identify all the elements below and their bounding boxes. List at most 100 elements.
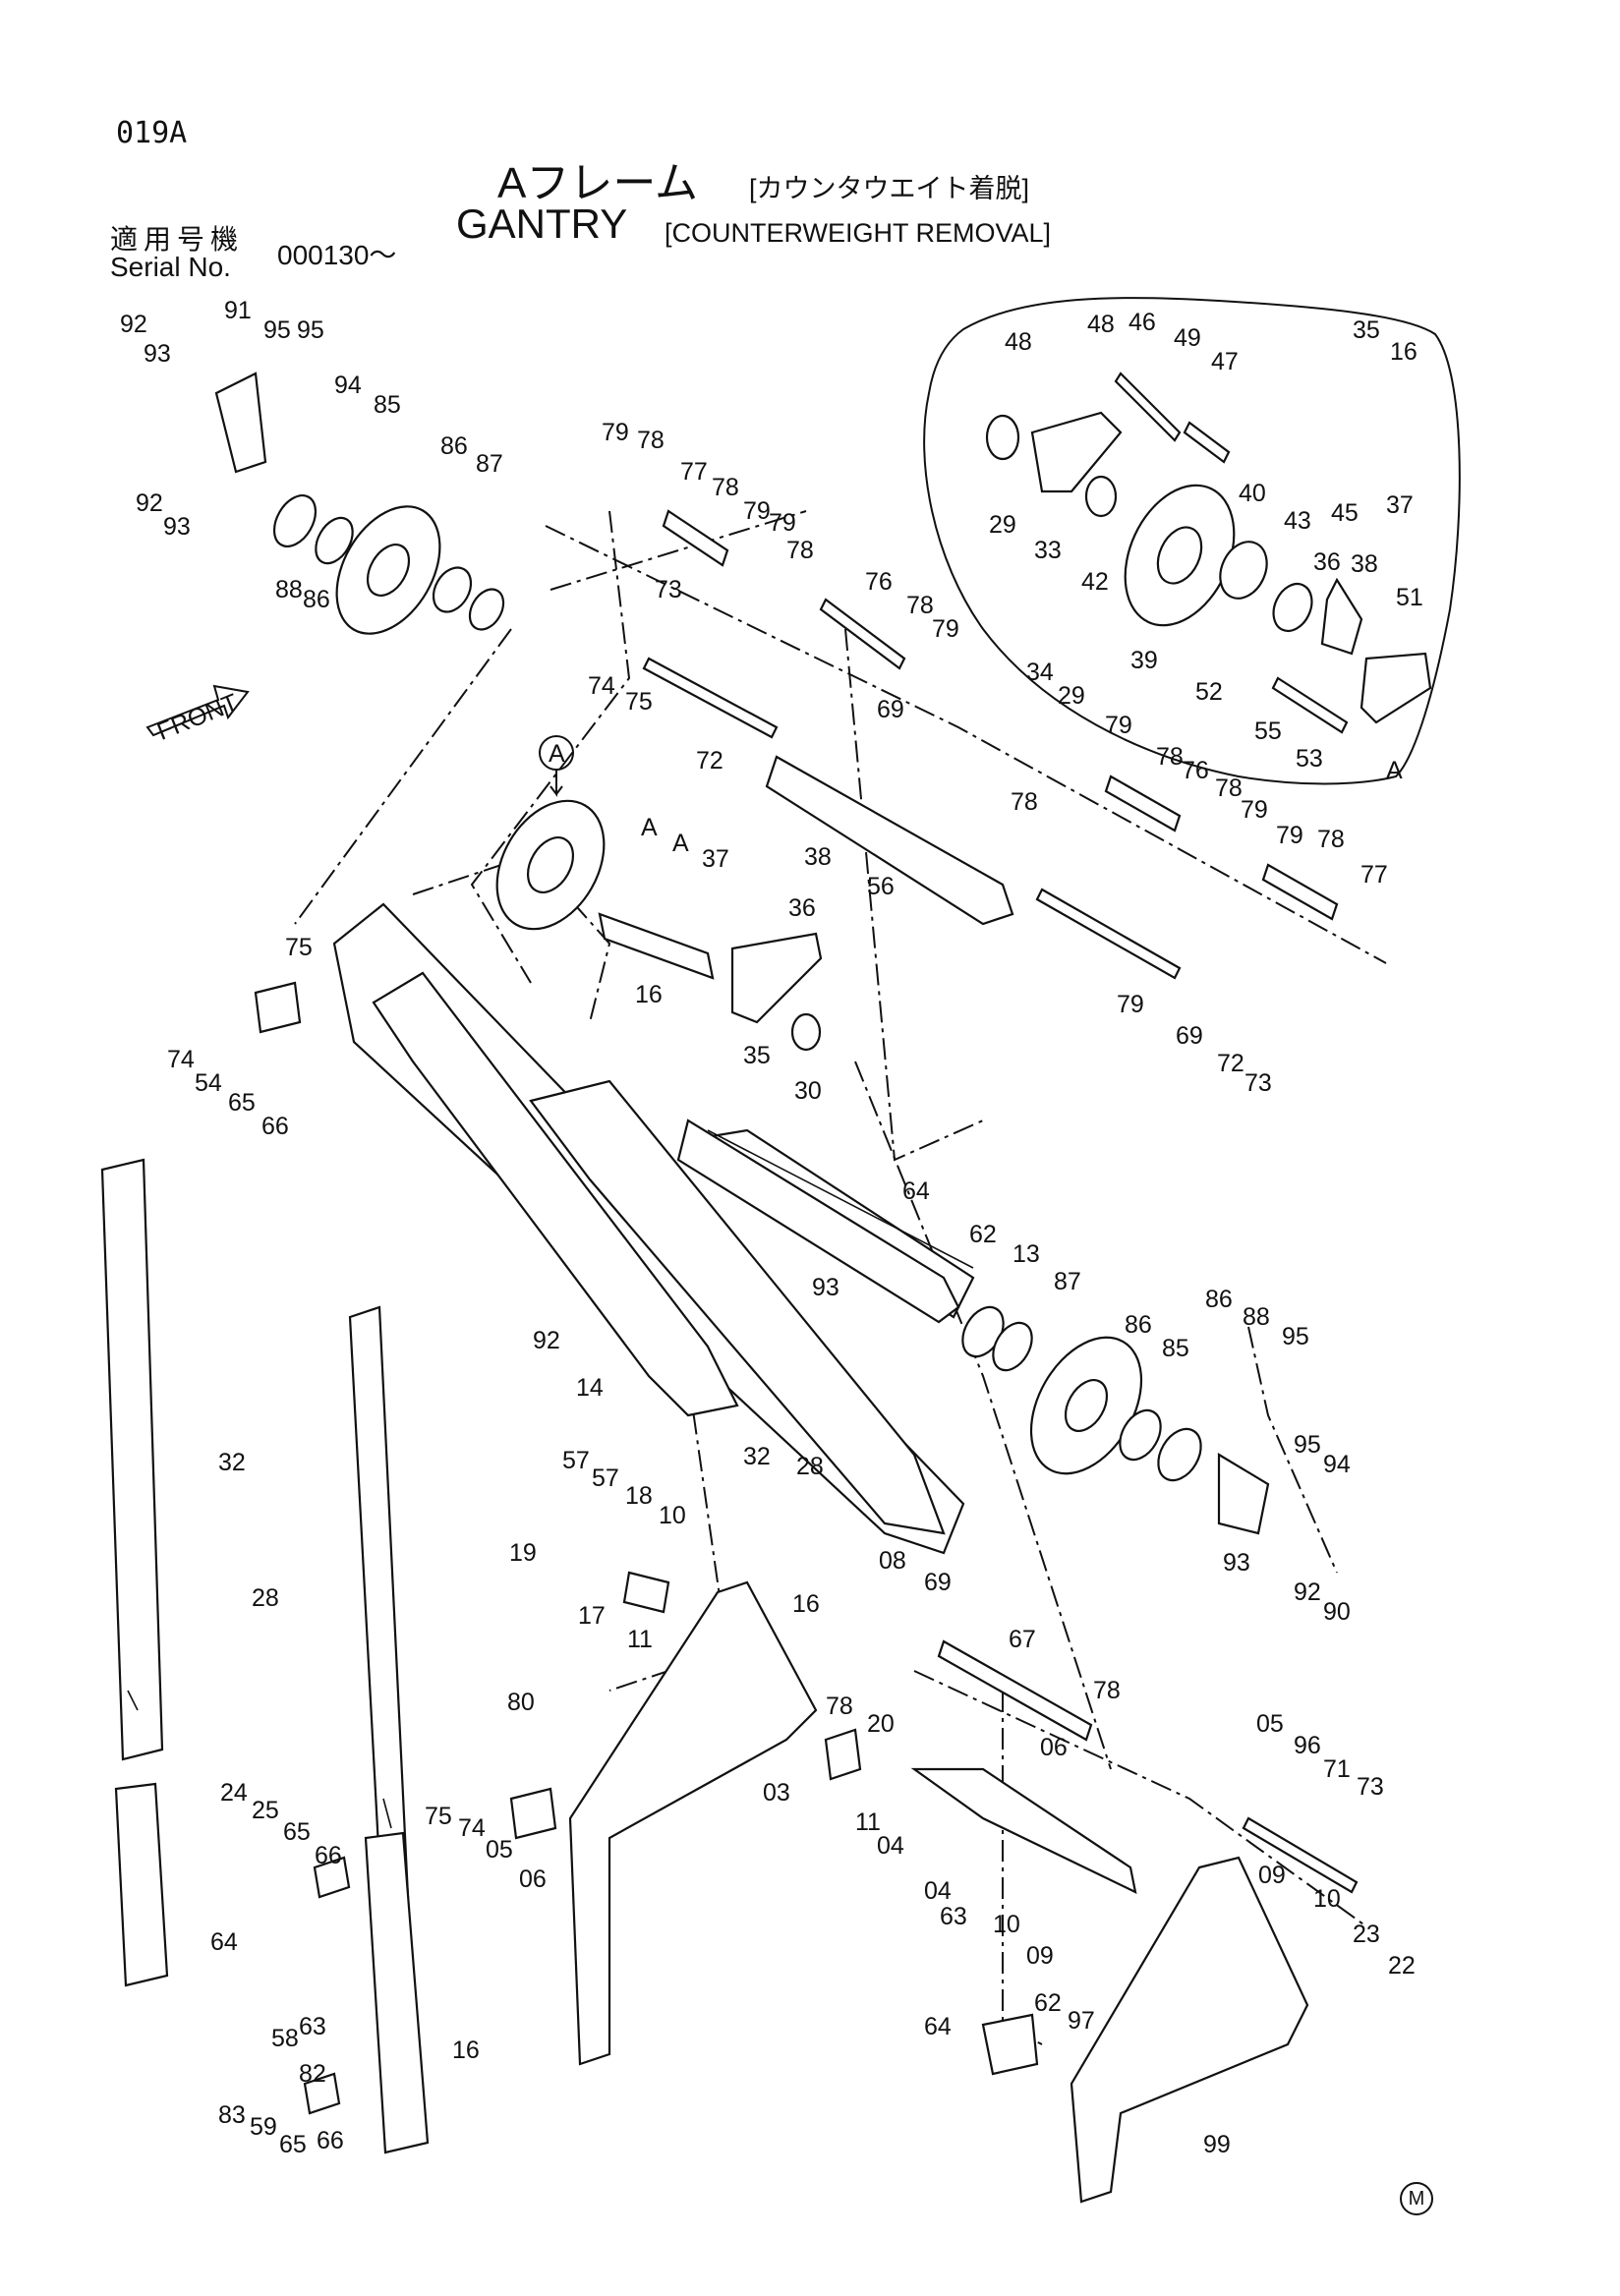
part-callout-10: 10 bbox=[993, 1911, 1020, 1938]
part-callout-28: 28 bbox=[252, 1584, 279, 1612]
part-callout-69: 69 bbox=[924, 1569, 952, 1596]
part-callout-20: 20 bbox=[867, 1710, 895, 1738]
part-callout-A: A bbox=[641, 814, 658, 841]
part-callout-A: A bbox=[672, 830, 689, 857]
part-callout-86: 86 bbox=[1125, 1311, 1152, 1339]
part-callout-30: 30 bbox=[794, 1077, 822, 1105]
detail-a-marker: A bbox=[539, 735, 574, 797]
part-callout-32: 32 bbox=[743, 1443, 771, 1470]
part-callout-79: 79 bbox=[602, 419, 629, 446]
part-callout-79: 79 bbox=[1105, 712, 1132, 739]
part-callout-93: 93 bbox=[1223, 1549, 1250, 1577]
detail-a-marker-label: A bbox=[549, 740, 565, 768]
part-callout-94: 94 bbox=[334, 372, 362, 399]
part-callout-36: 36 bbox=[788, 894, 816, 922]
part-callout-73: 73 bbox=[1357, 1773, 1384, 1801]
part-callout-75: 75 bbox=[625, 688, 653, 716]
part-callout-95: 95 bbox=[297, 316, 324, 344]
part-callout-10: 10 bbox=[659, 1502, 686, 1529]
counterweight-sheave-assembly bbox=[495, 799, 606, 931]
detail-a-tag: A bbox=[1386, 757, 1403, 784]
part-callout-16: 16 bbox=[792, 1590, 820, 1618]
part-callout-78: 78 bbox=[1093, 1677, 1121, 1704]
part-callout-04: 04 bbox=[877, 1832, 904, 1860]
part-callout-78: 78 bbox=[637, 427, 665, 454]
subtitle-japanese: [カウンタウエイト着脱] bbox=[749, 174, 1030, 203]
part-callout-59: 59 bbox=[250, 2113, 277, 2141]
front-direction-arrow: FRONT bbox=[145, 684, 250, 746]
part-callout-78: 78 bbox=[1215, 775, 1243, 802]
part-callout-10: 10 bbox=[1313, 1885, 1341, 1913]
part-callout-99: 99 bbox=[1203, 2131, 1231, 2158]
part-callout-65: 65 bbox=[279, 2131, 307, 2158]
part-callout-73: 73 bbox=[1244, 1069, 1272, 1097]
part-callout-95: 95 bbox=[263, 316, 291, 344]
part-callout-85: 85 bbox=[1162, 1335, 1189, 1362]
lower-legs bbox=[568, 1580, 1309, 2204]
part-callout-76: 76 bbox=[1182, 757, 1209, 784]
part-callout-05: 05 bbox=[486, 1836, 513, 1864]
part-callout-93: 93 bbox=[144, 340, 171, 368]
part-callout-66: 66 bbox=[315, 1842, 342, 1869]
part-callout-09: 09 bbox=[1258, 1862, 1286, 1889]
part-callout-97: 97 bbox=[1068, 2007, 1095, 2035]
part-callout-79: 79 bbox=[932, 615, 959, 643]
part-callout-21: 21 bbox=[0, 0, 28, 6]
part-callout-92: 92 bbox=[120, 311, 147, 338]
part-callout-92: 92 bbox=[136, 489, 163, 517]
part-callout-73: 73 bbox=[655, 576, 682, 603]
part-callout-46: 46 bbox=[1128, 309, 1156, 336]
part-callout-88: 88 bbox=[275, 576, 303, 603]
part-callout-63: 63 bbox=[940, 1903, 967, 1930]
part-callout-48: 48 bbox=[1087, 311, 1115, 338]
part-callout-79: 79 bbox=[743, 497, 771, 525]
title-japanese: Aフレーム bbox=[497, 159, 699, 207]
part-callout-34: 34 bbox=[1026, 659, 1054, 686]
part-callout-54: 54 bbox=[195, 1069, 222, 1097]
part-callout-25: 25 bbox=[252, 1797, 279, 1824]
part-callout-78: 78 bbox=[906, 592, 934, 619]
part-callout-04: 04 bbox=[924, 1877, 952, 1905]
small-parts bbox=[214, 372, 1359, 2115]
part-callout-64: 64 bbox=[924, 2013, 952, 2040]
part-callout-78: 78 bbox=[786, 537, 814, 564]
part-callout-11: 11 bbox=[855, 1808, 881, 1836]
part-callout-98: 98 bbox=[0, 0, 28, 6]
part-callout-51: 51 bbox=[1396, 584, 1423, 611]
part-callout-37: 37 bbox=[1386, 491, 1414, 519]
part-callout-79: 79 bbox=[769, 509, 796, 537]
part-callout-95: 95 bbox=[1294, 1431, 1321, 1459]
part-callout-40: 40 bbox=[1239, 480, 1266, 507]
part-callout-47: 47 bbox=[1211, 348, 1239, 375]
part-callout-11: 11 bbox=[627, 1626, 653, 1653]
part-callout-87: 87 bbox=[1054, 1268, 1081, 1295]
part-callout-55: 55 bbox=[1254, 718, 1282, 745]
part-callout-78: 78 bbox=[1011, 788, 1038, 816]
part-callout-88: 88 bbox=[1243, 1303, 1270, 1331]
part-callout-17: 17 bbox=[578, 1602, 606, 1630]
part-callout-14: 14 bbox=[576, 1374, 604, 1402]
part-callout-38: 38 bbox=[1351, 550, 1378, 578]
part-callout-16: 16 bbox=[452, 2037, 480, 2064]
part-callout-58: 58 bbox=[271, 2025, 299, 2052]
part-callout-28: 28 bbox=[796, 1453, 824, 1480]
part-callout-42: 42 bbox=[1081, 568, 1109, 596]
part-callout-96: 96 bbox=[1294, 1732, 1321, 1759]
part-callout-69: 69 bbox=[1176, 1022, 1203, 1050]
part-callout-09: 09 bbox=[1026, 1942, 1054, 1970]
part-callout-78: 78 bbox=[1317, 826, 1345, 853]
part-callout-75: 75 bbox=[425, 1803, 452, 1830]
part-callout-65: 65 bbox=[228, 1089, 256, 1117]
part-callout-56: 56 bbox=[867, 873, 895, 900]
pin-and-bracket-group bbox=[598, 912, 823, 1052]
part-callout-64: 64 bbox=[210, 1928, 238, 1956]
part-callout-06: 06 bbox=[1040, 1734, 1068, 1761]
part-callout-92: 92 bbox=[533, 1327, 560, 1354]
part-callout-62: 62 bbox=[969, 1221, 997, 1248]
part-callout-66: 66 bbox=[317, 2127, 344, 2154]
part-callout-03: 03 bbox=[763, 1779, 790, 1807]
sheave-85-upper bbox=[272, 494, 505, 635]
side-plates bbox=[100, 1158, 430, 2154]
serial-label-english: Serial No. bbox=[110, 252, 231, 282]
